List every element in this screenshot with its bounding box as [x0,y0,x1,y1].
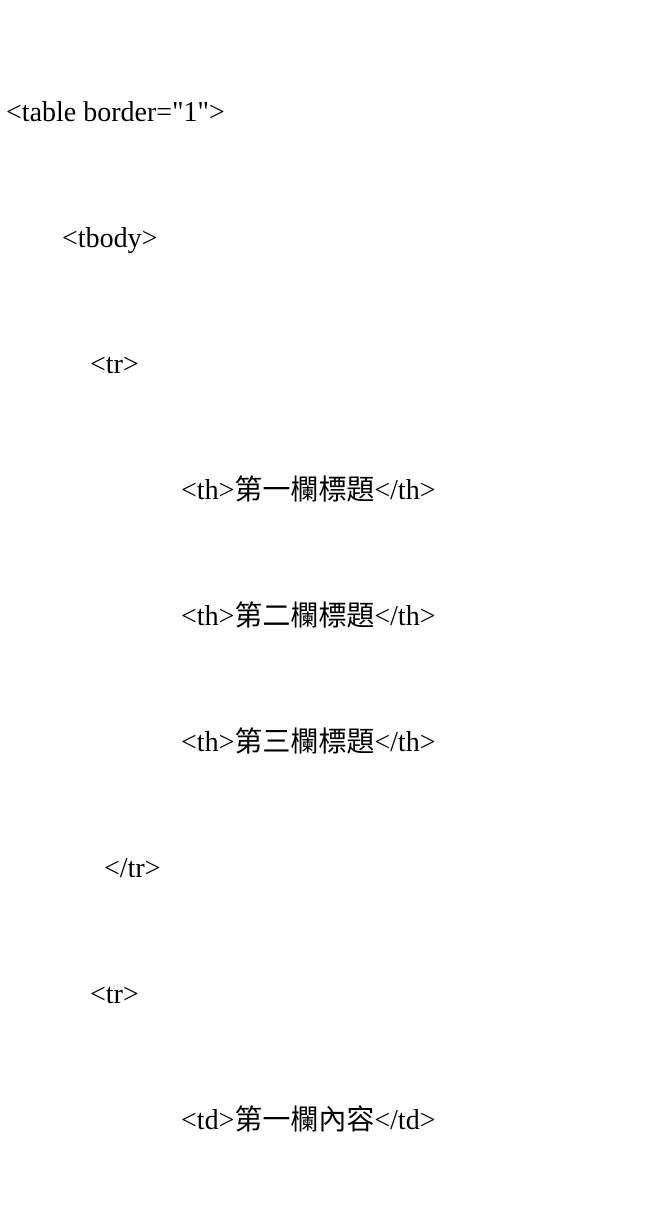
code-line: <th>第二欄標題</th> [6,601,436,632]
code-snippet: <table border="1"> <tbody> <tr> <th>第一欄標… [6,97,436,1136]
code-line: <th>第三欄標題</th> [6,727,436,758]
code-line: <table border="1"> [6,97,225,128]
code-line: </tr> [6,853,161,884]
code-line: <tr> [6,349,139,380]
code-line: <tr> [6,979,139,1010]
code-line: <tbody> [6,223,158,254]
code-line: <td>第一欄內容</td> [6,1105,436,1136]
code-line: <th>第一欄標題</th> [6,475,436,506]
